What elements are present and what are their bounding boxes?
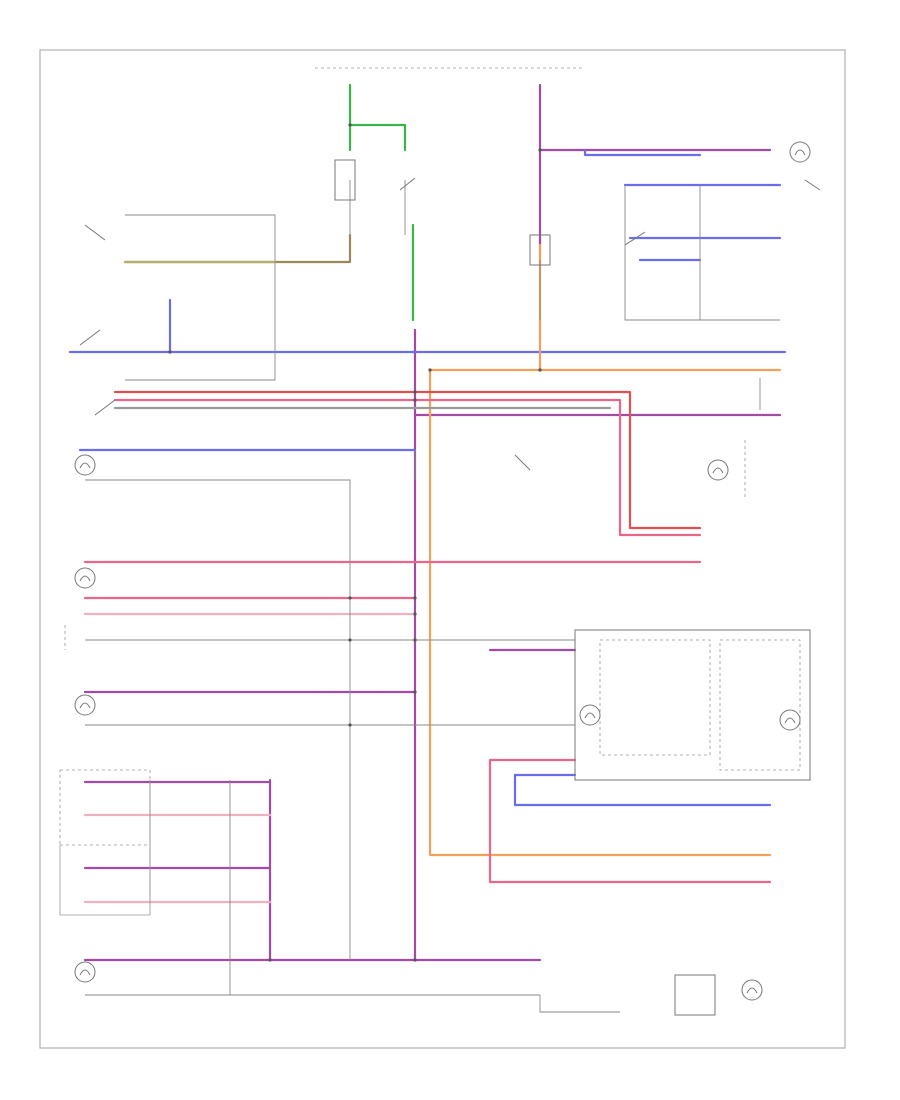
wire-brown	[123, 233, 352, 264]
splice-dot	[413, 958, 417, 962]
lamp-icon-4	[74, 961, 96, 983]
thin-right-box	[624, 185, 780, 321]
switch-icon-1	[84, 224, 106, 241]
splice-dot	[413, 690, 417, 694]
switch-icon-4	[399, 177, 416, 191]
relay-icon	[334, 159, 356, 201]
switch-icon-2	[79, 329, 101, 346]
lamp-icon-8	[579, 704, 601, 726]
wires-layer	[68, 83, 787, 962]
wire-red-1	[113, 390, 702, 530]
switch-icon-7	[804, 179, 821, 191]
control-module-box	[574, 629, 811, 781]
wire-red-2	[113, 398, 702, 537]
wire-orange	[428, 243, 772, 857]
splice-dot	[413, 390, 417, 394]
lamp-icon-3	[74, 694, 96, 716]
thin-gray-5	[539, 995, 620, 1013]
module-inner-box	[719, 639, 801, 771]
lamp-filament-icon	[794, 149, 806, 156]
seat-heater-box-2	[59, 844, 151, 916]
lamp-filament-icon	[712, 467, 724, 474]
switch-icon-6	[624, 231, 646, 246]
splice-dot	[348, 123, 352, 127]
lamp-filament-icon	[584, 712, 596, 719]
splice-dot	[168, 350, 172, 354]
lamp-filament-icon	[79, 462, 91, 469]
wire-pink-6	[488, 758, 772, 884]
wire-green-top	[348, 83, 407, 152]
lamp-icon-1	[74, 454, 96, 476]
switch-icon-5	[514, 454, 531, 471]
lamp-filament-icon	[784, 717, 796, 724]
lamp-icon-5	[707, 459, 729, 481]
splice-dot	[413, 398, 417, 402]
lamp-filament-icon	[79, 969, 91, 976]
diagram-frame	[39, 49, 846, 1049]
splice-dot	[348, 596, 352, 600]
components-layer	[59, 67, 821, 1016]
lamp-filament-icon	[79, 702, 91, 709]
splice-dot	[413, 596, 417, 600]
wire-blue-top	[583, 148, 702, 157]
splice-dot	[538, 148, 542, 152]
lamp-filament-icon	[746, 987, 758, 994]
splice-dot	[538, 368, 542, 372]
splice-dot	[413, 638, 417, 642]
relay-icon-2	[529, 234, 551, 266]
thin-gray-3	[85, 479, 351, 960]
lamp-filament-icon	[79, 575, 91, 582]
lamp-icon-6	[779, 709, 801, 731]
seat-heater-box	[59, 769, 151, 916]
connector-box-icon	[674, 974, 716, 1016]
splice-dot	[413, 612, 417, 616]
splice-dot	[428, 368, 432, 372]
lamp-icon-2	[74, 567, 96, 589]
splice-dot	[348, 638, 352, 642]
lamp-icon-9	[789, 141, 811, 163]
thin-left-box	[125, 214, 276, 381]
wire-blue-lower2	[513, 773, 772, 807]
splice-dot	[348, 723, 352, 727]
module-inner-box-2	[599, 639, 711, 756]
lamp-icon-7	[741, 979, 763, 1001]
splice-dot	[268, 958, 272, 962]
switch-icon-3	[94, 399, 116, 416]
